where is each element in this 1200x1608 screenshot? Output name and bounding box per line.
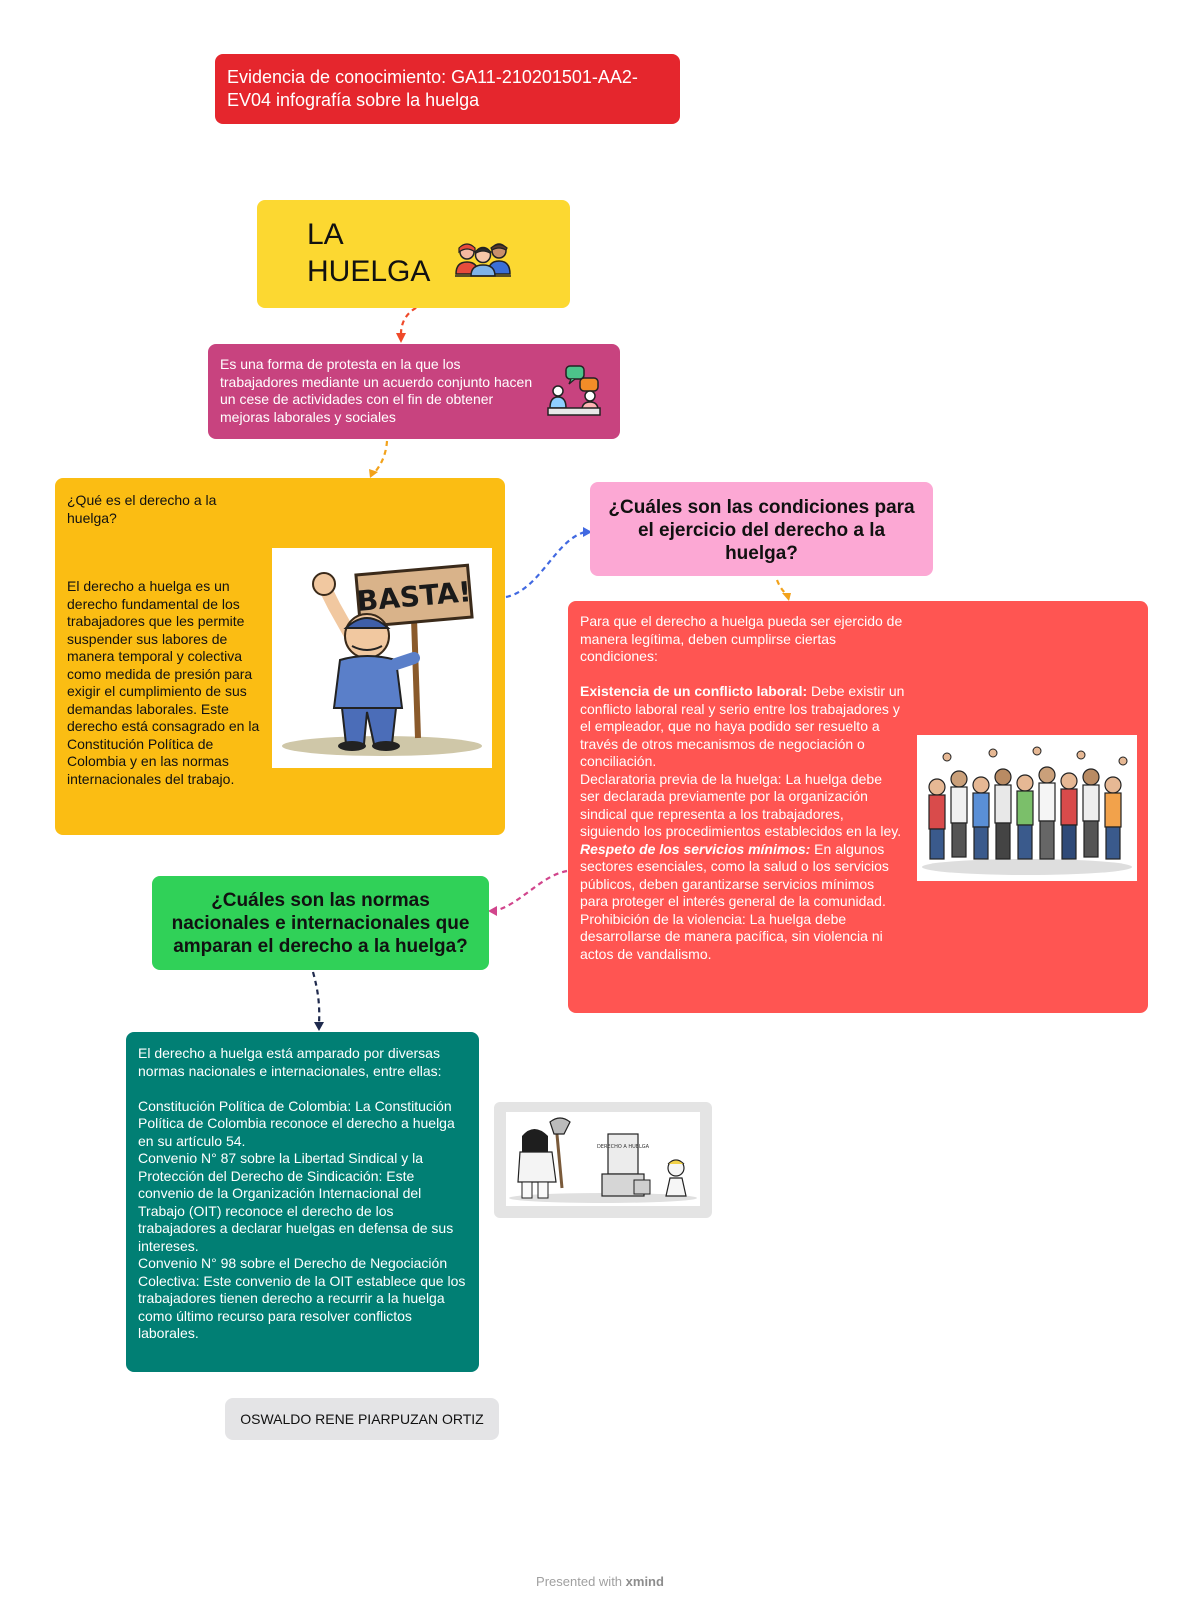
condition-1-title: Existencia de un conflicto laboral: — [580, 683, 808, 699]
executioner-cartoon-image: DERECHO A HUELGA — [506, 1112, 700, 1206]
main-title: LA HUELGA — [307, 218, 431, 288]
normas-question-node[interactable]: ¿Cuáles son las normas nacionales e inte… — [152, 876, 489, 970]
arrowhead — [583, 527, 592, 537]
derecho-answer: El derecho a huelga es un derecho fundam… — [67, 578, 260, 787]
marching-crowd-image — [917, 735, 1137, 881]
arrowhead — [396, 333, 406, 343]
arrowhead — [369, 469, 378, 478]
arrowhead — [488, 906, 497, 916]
condition-2-text: Declaratoria previa de la huelga: La hue… — [580, 770, 902, 840]
condition-4-text: Prohibición de la violencia: La huelga d… — [580, 910, 883, 962]
footer-credit: Presented with xmind — [0, 1574, 1200, 1589]
normas-question: ¿Cuáles son las normas nacionales e inte… — [171, 890, 470, 957]
xmind-brand: xmind — [625, 1574, 664, 1589]
condiciones-text: Para que el derecho a huelga pueda ser e… — [580, 613, 905, 963]
arrowhead — [782, 593, 791, 601]
connector-definition-derecho — [374, 440, 389, 473]
condition-3-text: En algunos sectores esenciales, como la … — [580, 840, 889, 910]
normas-text: El derecho a huelga está amparado por di… — [138, 1045, 466, 1341]
condition-1-text: Debe existir un conflicto laboral real y… — [580, 683, 905, 769]
derecho-node[interactable]: ¿Qué es el derecho a la huelga? El derec… — [55, 478, 505, 835]
condiciones-question: ¿Cuáles son las condiciones para el ejer… — [608, 497, 915, 564]
evidence-text: Evidencia de conocimiento: GA11-21020150… — [227, 67, 638, 110]
cartoon-label: DERECHO A HUELGA — [597, 1144, 650, 1150]
executioner-cartoon-frame[interactable]: DERECHO A HUELGA — [494, 1102, 712, 1218]
footer-prefix: Presented with — [536, 1574, 626, 1589]
normas-node[interactable]: El derecho a huelga está amparado por di… — [126, 1032, 479, 1372]
arrowhead — [314, 1022, 324, 1031]
title-node[interactable]: LA HUELGA — [257, 200, 570, 308]
dialogue-icon — [547, 365, 601, 416]
author-node[interactable]: OSWALDO RENE PIARPUZAN ORTIZ — [225, 1398, 499, 1440]
basta-protester-image: BASTA! — [272, 548, 492, 768]
author-name: OSWALDO RENE PIARPUZAN ORTIZ — [240, 1411, 484, 1427]
people-icon — [455, 243, 511, 277]
definition-text: Es una forma de protesta en la que los t… — [220, 356, 533, 425]
condiciones-intro: Para que el derecho a huelga pueda ser e… — [580, 613, 903, 664]
condition-3-title: Respeto de los servicios mínimos: — [580, 840, 811, 857]
derecho-question: ¿Qué es el derecho a la huelga? — [67, 492, 217, 526]
connector-condiciones-normas — [493, 869, 568, 913]
evidence-node[interactable]: Evidencia de conocimiento: GA11-21020150… — [215, 54, 680, 124]
definition-node[interactable]: Es una forma de protesta en la que los t… — [208, 344, 620, 439]
condiciones-node[interactable]: Para que el derecho a huelga pueda ser e… — [568, 601, 1148, 1013]
connector-derecho-condiciones — [505, 530, 586, 599]
connector-normasq-normas — [311, 971, 321, 1025]
condiciones-question-node[interactable]: ¿Cuáles son las condiciones para el ejer… — [590, 482, 933, 576]
